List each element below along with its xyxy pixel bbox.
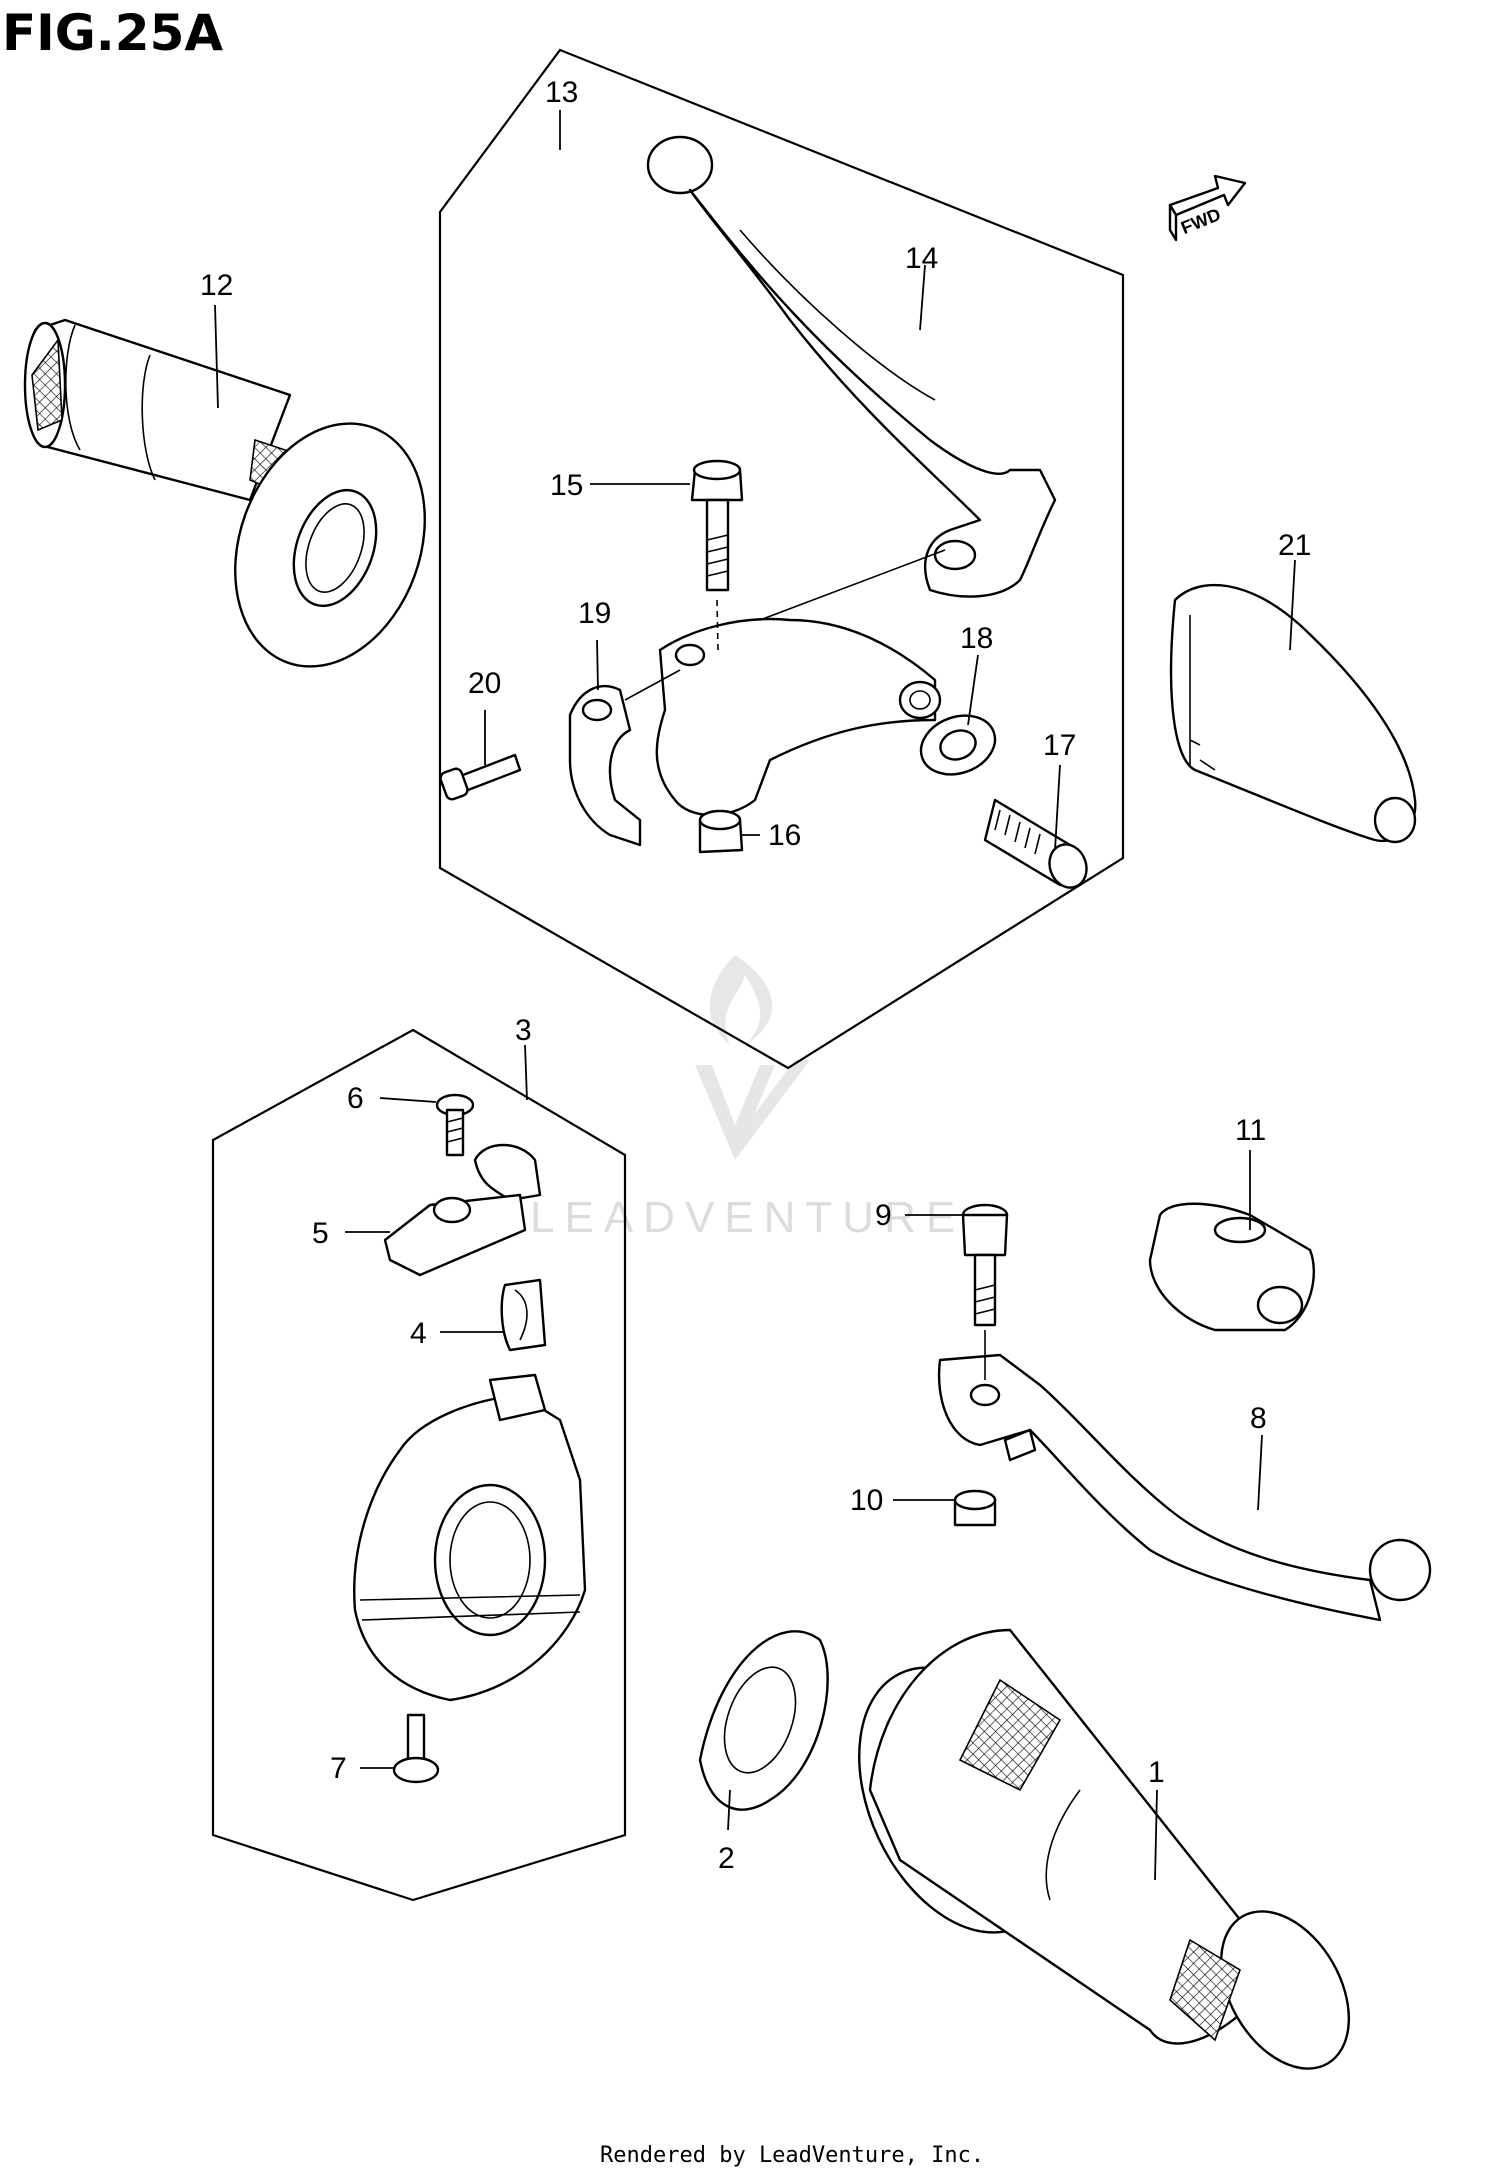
callout-16: 16 [768,819,801,852]
bolt-15 [690,459,744,592]
callout-1: 1 [1148,1756,1165,1789]
screw-7 [392,1713,440,1784]
throttle-grip-1 [858,1628,1351,2070]
callout-5: 5 [312,1217,329,1250]
lever-boot-11 [1148,1202,1315,1332]
screw-6 [435,1093,475,1157]
callout-21: 21 [1278,529,1311,562]
callout-12: 12 [200,269,233,302]
callout-20: 20 [468,667,501,700]
callout-18: 18 [960,622,993,655]
callout-2: 2 [718,1842,735,1875]
callout-8: 8 [1250,1402,1267,1435]
lever-cover-21 [1169,583,1417,844]
callout-14: 14 [905,242,938,275]
callout-4: 4 [410,1317,427,1350]
watermark-text: LEADVENTURE [530,1193,965,1242]
callout-15: 15 [550,469,583,502]
locknut-18 [919,714,997,776]
leader-lines [214,110,1296,1881]
callout-10: 10 [850,1484,883,1517]
callouts: 13 14 12 15 21 19 18 20 17 16 3 6 11 5 9… [200,76,1311,1875]
cable-holder-5 [383,1143,542,1277]
adjuster-17 [983,798,1088,889]
grip-left-12 [23,318,426,668]
callout-17: 17 [1043,729,1076,762]
lever-bracket [655,617,942,817]
callout-7: 7 [330,1752,347,1785]
assembly-frame-13 [438,48,1125,1070]
nut-16 [698,809,744,854]
figure-title: FIG.25A [2,4,223,62]
callout-9: 9 [875,1199,892,1232]
footer-credit: Rendered by LeadVenture, Inc. [600,2143,984,2168]
callout-3: 3 [515,1014,532,1047]
clip-4 [500,1278,547,1352]
switch-housing-3 [353,1373,587,1702]
callout-19: 19 [578,597,611,630]
clamp-19 [568,685,642,847]
brake-lever-8 [937,1353,1432,1622]
callout-13: 13 [545,76,578,109]
assembly-frame-3 [211,1028,627,1902]
clutch-lever-14 [646,135,1057,598]
fwd-arrow-icon: FWD [1168,174,1247,242]
bolt-9 [961,1203,1009,1327]
retainer-2 [698,1630,829,1811]
bolt-20 [439,753,522,801]
callout-6: 6 [347,1082,364,1115]
watermark-logo: LEADVENTURE [530,955,965,1242]
callout-11: 11 [1235,1114,1266,1147]
nut-10 [953,1489,997,1527]
